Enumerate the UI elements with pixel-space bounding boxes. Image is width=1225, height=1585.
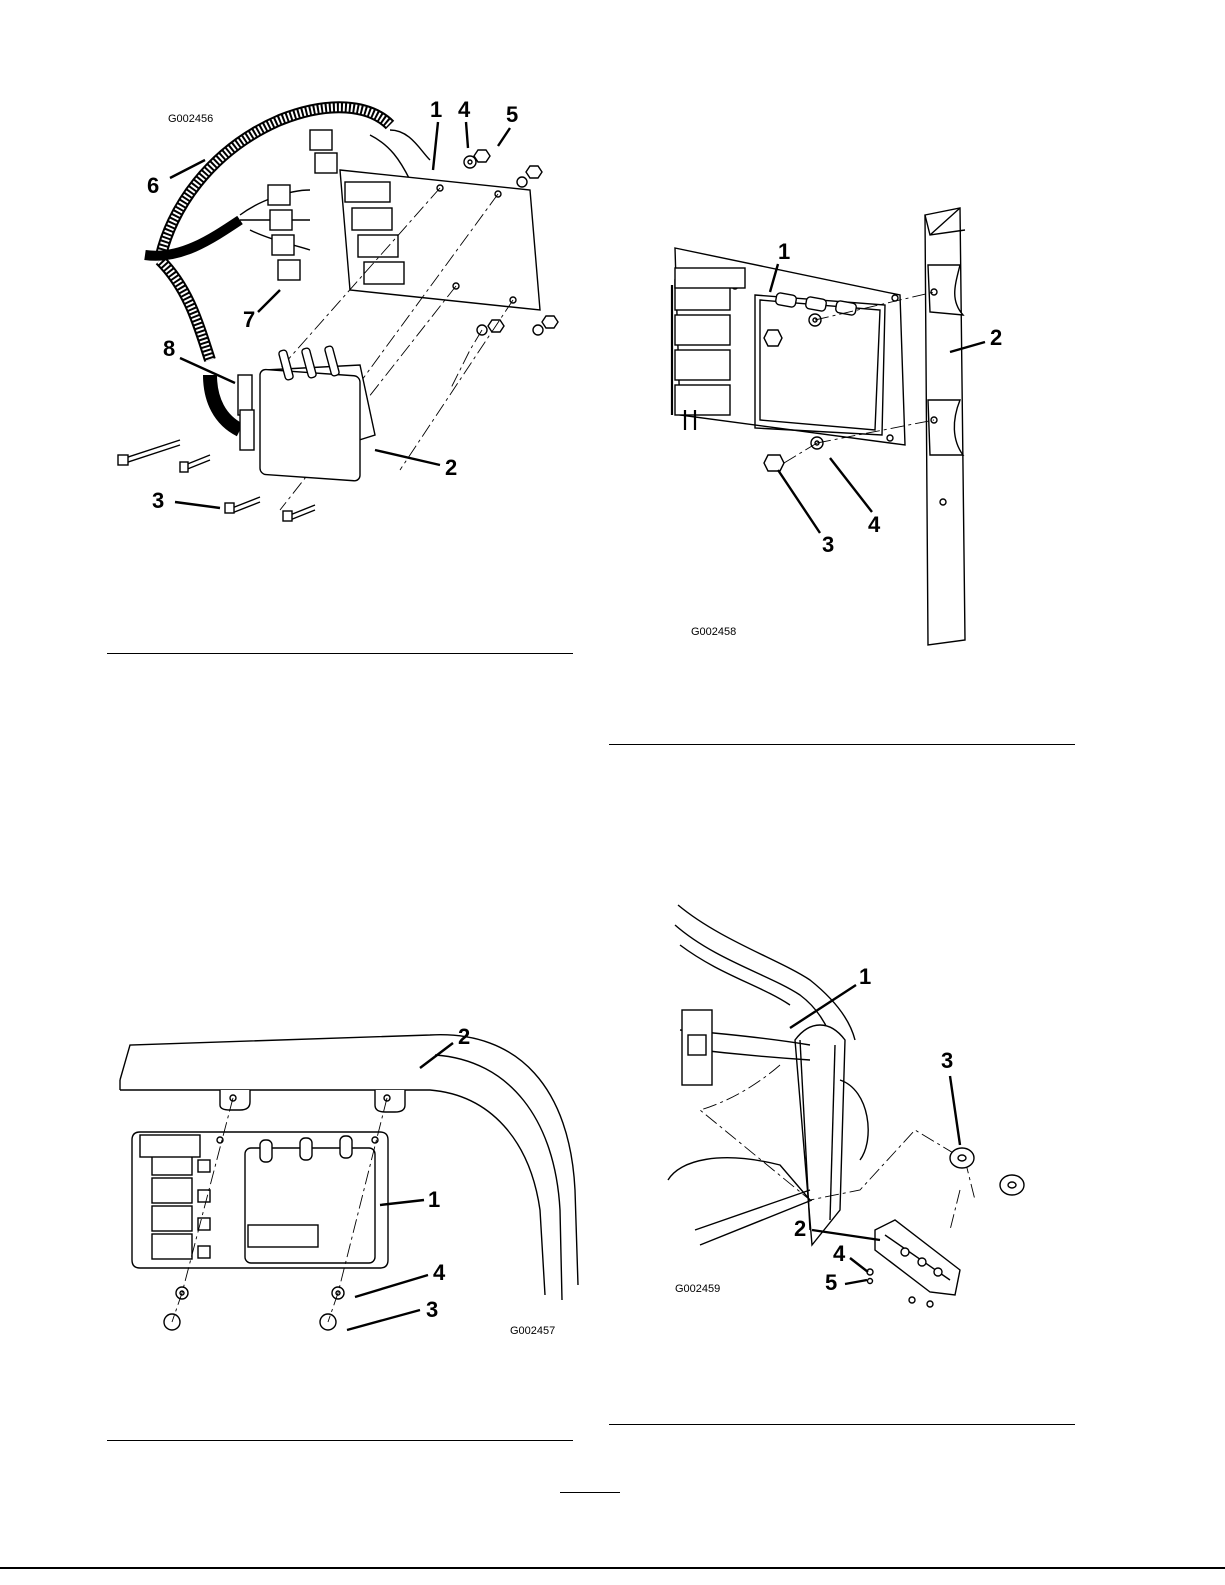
- callout-4: 4: [433, 1260, 446, 1285]
- figure-id: G002457: [510, 1325, 555, 1337]
- figure-id: G002459: [675, 1283, 720, 1295]
- figure-g002457: G002457 2 1 4 3: [100, 1010, 590, 1355]
- callout-2: 2: [458, 1024, 470, 1049]
- page-bottom-rule: [0, 1567, 1225, 1569]
- callout-2: 2: [794, 1216, 806, 1241]
- callout-3: 3: [426, 1297, 438, 1322]
- callout-5: 5: [506, 102, 518, 127]
- figure-rule: [107, 1440, 573, 1441]
- figure-g002458: G002458 1 2 3 4: [660, 200, 1060, 650]
- callout-4: 4: [833, 1241, 846, 1266]
- figure-g002459: G002459 1 3 2 4 5: [660, 900, 1060, 1320]
- figure-rule: [107, 653, 573, 654]
- figure-g002456: G002456: [100, 90, 590, 550]
- callout-1: 1: [859, 964, 871, 989]
- figure-id: G002458: [691, 626, 736, 638]
- figure-rule: [609, 1424, 1075, 1425]
- callout-7: 7: [243, 307, 255, 332]
- callout-1: 1: [428, 1187, 440, 1212]
- callout-1: 1: [778, 239, 790, 264]
- callout-3: 3: [822, 532, 834, 557]
- callout-4: 4: [458, 97, 471, 122]
- callout-3: 3: [152, 488, 164, 513]
- callout-3: 3: [941, 1048, 953, 1073]
- callout-4: 4: [868, 512, 881, 537]
- figure-rule: [609, 744, 1075, 745]
- callout-1: 1: [430, 97, 442, 122]
- callout-2: 2: [990, 325, 1002, 350]
- callout-6: 6: [147, 173, 159, 198]
- callout-2: 2: [445, 455, 457, 480]
- page-number-rule: [560, 1492, 620, 1493]
- callout-8: 8: [163, 336, 175, 361]
- callout-5: 5: [825, 1270, 837, 1295]
- figure-id: G002456: [168, 113, 213, 125]
